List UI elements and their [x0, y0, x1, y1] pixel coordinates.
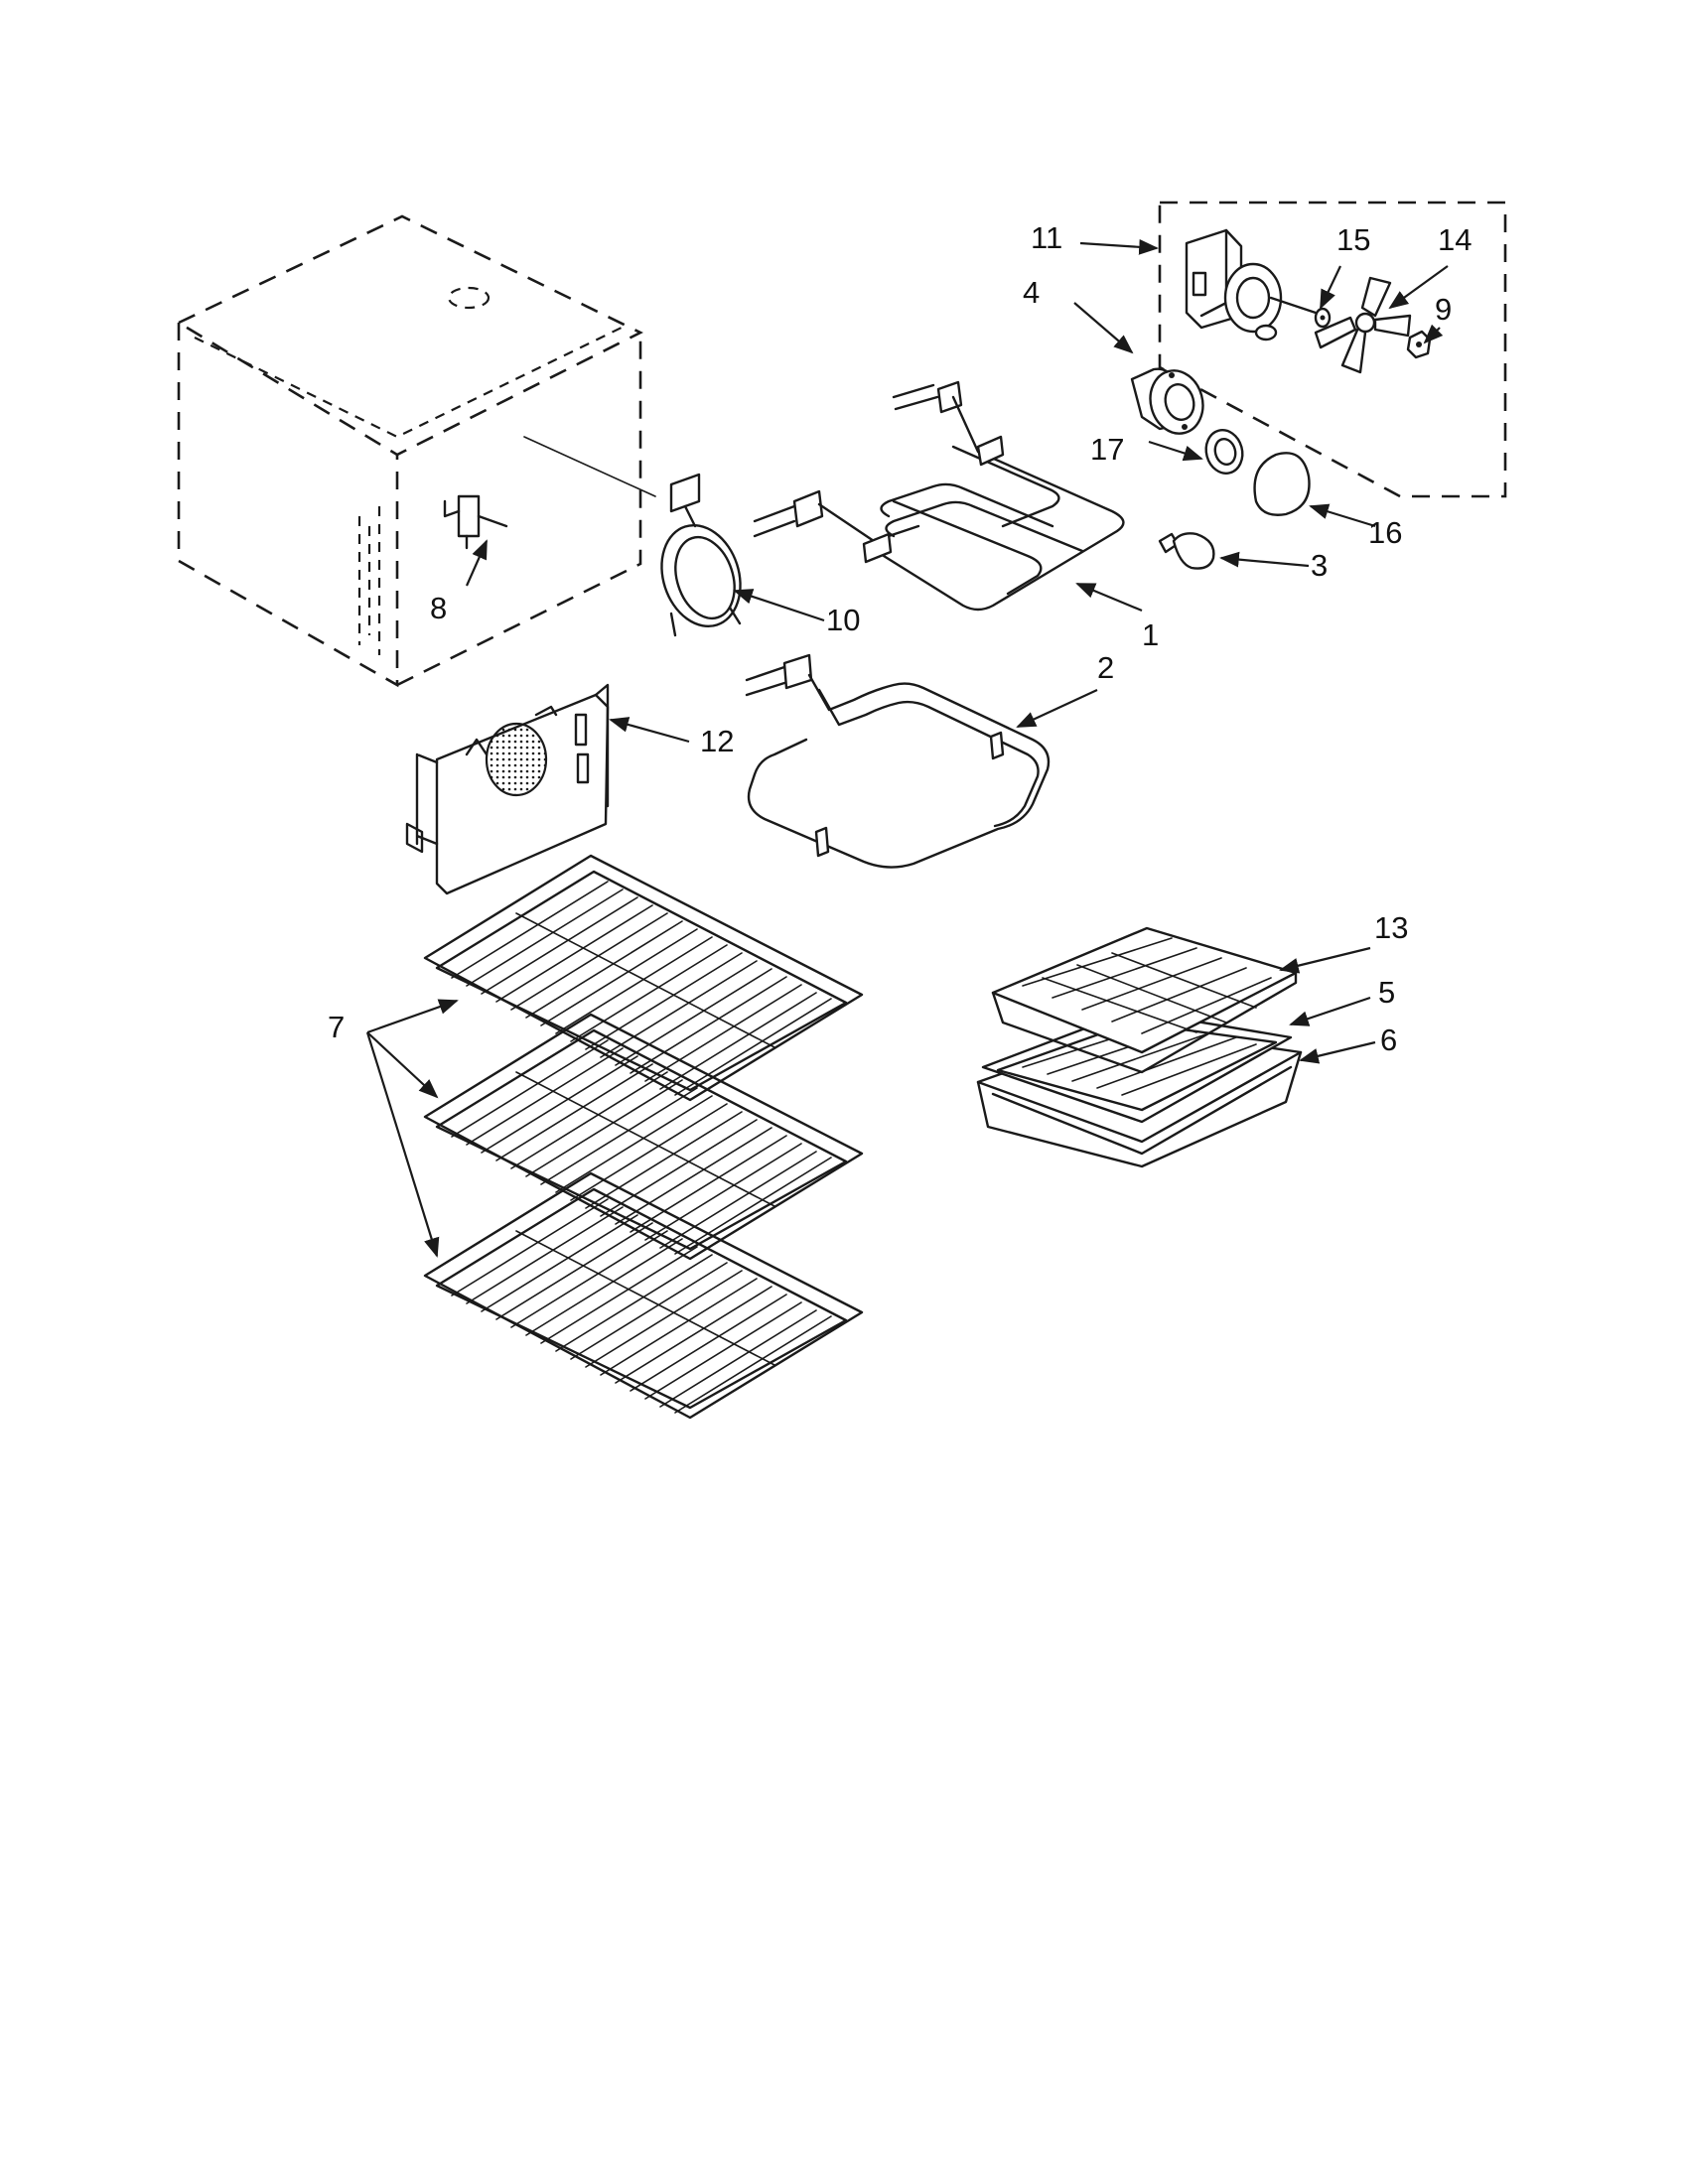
callout-12: 12 [700, 724, 734, 758]
fan-assembly-enclosure [1158, 201, 1507, 498]
callout-13: 13 [1374, 910, 1408, 945]
callout-14: 14 [1438, 222, 1472, 257]
callout-15: 15 [1336, 222, 1370, 257]
oven-rack-icon [423, 854, 864, 1420]
fan-blade-icon [1314, 276, 1412, 374]
callout-9: 9 [1435, 292, 1452, 327]
callout-3: 3 [1311, 548, 1328, 583]
fan-nut-icon [1406, 330, 1432, 359]
oven-cavity-outline [176, 214, 656, 688]
broil-element-icon [745, 653, 1051, 869]
sensor-probe-icon [443, 494, 508, 550]
callout-6: 6 [1380, 1023, 1397, 1057]
callout-5: 5 [1378, 975, 1395, 1010]
callout-11: 11 [1031, 220, 1062, 255]
leader-lines [365, 238, 1449, 1258]
fan-motor-icon [1185, 228, 1318, 341]
callout-17: 17 [1090, 432, 1124, 467]
callout-4: 4 [1023, 275, 1040, 310]
light-socket-icon [1130, 367, 1204, 435]
callout-labels: 1 2 3 4 5 6 7 8 9 10 11 12 13 14 15 16 1… [328, 220, 1472, 1057]
callout-8: 8 [430, 591, 447, 625]
callout-16: 16 [1368, 515, 1402, 550]
light-bulb-icon [1158, 532, 1215, 570]
convection-element-icon [660, 473, 742, 637]
light-lens-icon [1253, 452, 1311, 516]
callout-7: 7 [328, 1010, 345, 1044]
lens-gasket-icon [1204, 429, 1244, 475]
washer-icon [1314, 307, 1332, 329]
callout-10: 10 [826, 603, 860, 637]
baffle-panel-icon [405, 683, 610, 895]
broiler-pan-insert-icon [991, 926, 1298, 1074]
callout-2: 2 [1097, 650, 1114, 685]
bake-element-icon [753, 380, 1125, 612]
callout-1: 1 [1142, 617, 1159, 652]
